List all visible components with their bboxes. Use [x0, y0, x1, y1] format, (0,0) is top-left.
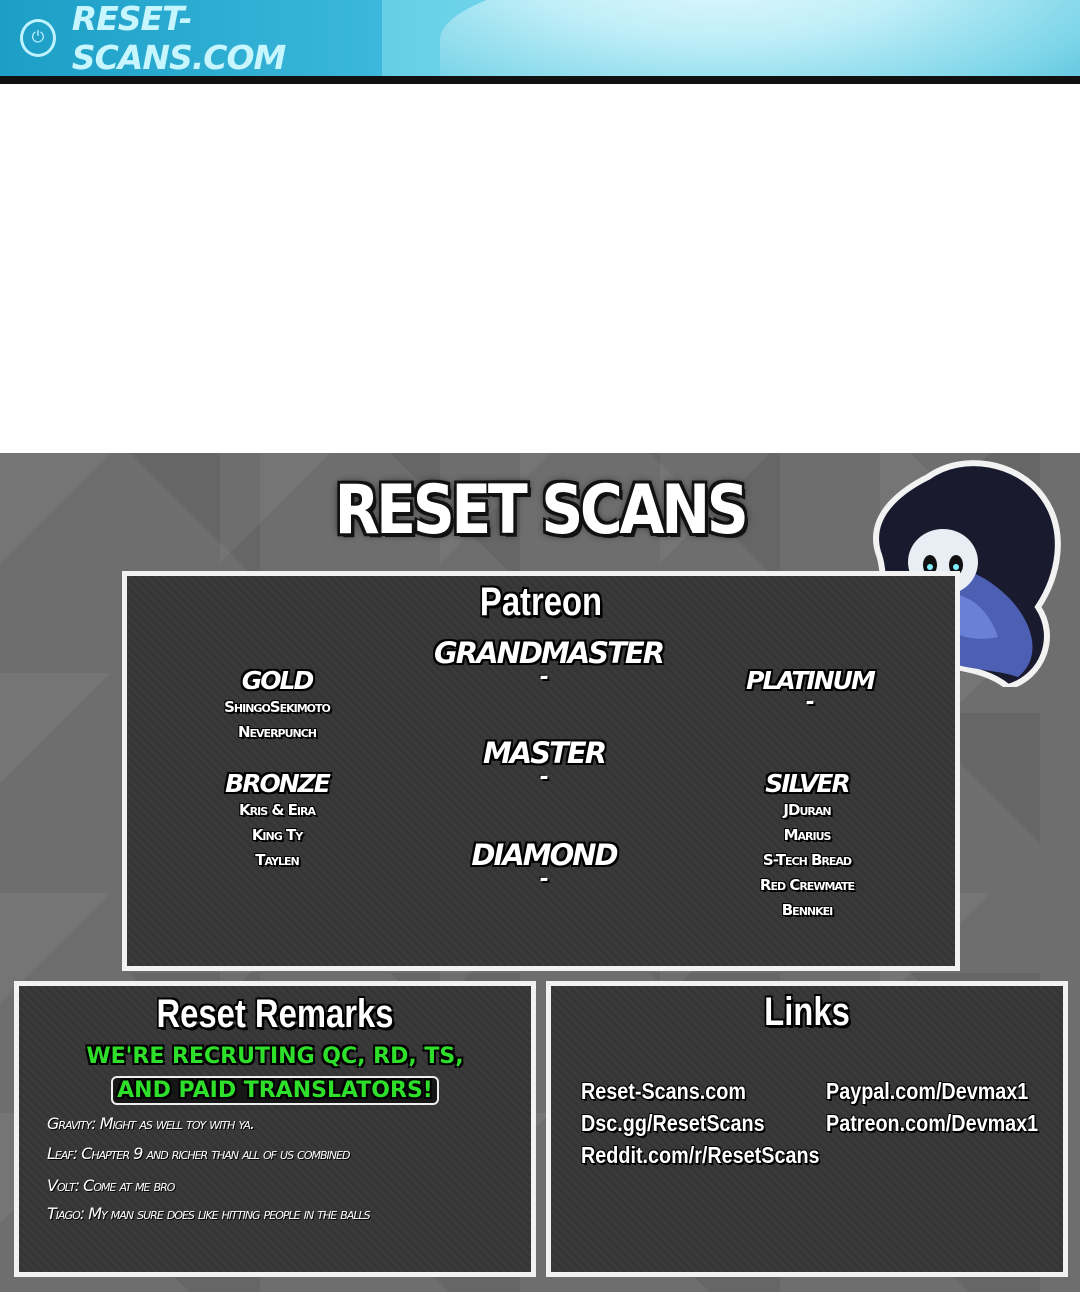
remarks-panel: Reset Remarks WE'RE RECRUTING QC, RD, TS…	[14, 981, 536, 1277]
link-reddit[interactable]: Reddit.com/r/ResetScans	[581, 1142, 820, 1168]
tier-name: DIAMOND	[471, 838, 618, 872]
tier-member: -	[539, 765, 549, 790]
tier-bronze: BRONZE Kris & Eira King Ty Taylen	[167, 769, 387, 873]
tier-name: GRANDMASTER	[434, 636, 665, 670]
tier-member: Marius	[783, 826, 832, 844]
top-banner: ⏻ RESET-SCANS.COM	[0, 0, 1080, 84]
tier-member: Neverpunch	[237, 723, 317, 741]
tier-name: GOLD	[241, 666, 314, 695]
remark-line: Tiago: My man sure does like hitting peo…	[47, 1204, 371, 1223]
remark-line: Volt: Come at me bro	[47, 1176, 175, 1195]
tier-member: JDuran	[783, 801, 831, 819]
watermark-text: RESET-SCANS.COM	[71, 0, 287, 77]
tier-member: Kris & Eira	[239, 801, 316, 819]
patreon-heading: Patreon	[479, 580, 603, 624]
tier-name: MASTER	[482, 736, 607, 770]
site-watermark[interactable]: ⏻ RESET-SCANS.COM	[0, 0, 382, 77]
tier-member: -	[805, 690, 815, 715]
links-panel: Links Reset-Scans.com Dsc.gg/ResetScans …	[546, 981, 1068, 1277]
banner-artwork	[440, 0, 1080, 84]
link-paypal[interactable]: Paypal.com/Devmax1	[826, 1078, 1029, 1104]
power-icon: ⏻	[20, 19, 56, 57]
link-discord[interactable]: Dsc.gg/ResetScans	[581, 1110, 765, 1136]
patreon-panel: Patreon GRANDMASTER - MASTER - DIAMOND -…	[122, 571, 960, 971]
links-heading: Links	[764, 990, 850, 1034]
credits-page: RESET SCANS Patreon GRANDMASTER - MASTER…	[0, 453, 1080, 1292]
tier-member: Bennkei	[781, 901, 834, 919]
tier-silver: SILVER JDuran Marius S-Tech Bread Red Cr…	[697, 769, 917, 923]
banner-divider	[0, 76, 1080, 84]
page-title: RESET SCANS	[334, 471, 749, 550]
tier-gold: GOLD ShingoSekimoto Neverpunch	[167, 666, 387, 745]
tier-grandmaster: GRANDMASTER -	[434, 636, 665, 690]
tier-member: Red Crewmate	[759, 876, 855, 894]
tier-member: ShingoSekimoto	[224, 698, 331, 716]
tier-name: SILVER	[765, 769, 850, 798]
recruit-notice-line1: WE'RE RECRUTING QC, RD, TS,	[86, 1044, 464, 1069]
tier-name: PLATINUM	[746, 666, 876, 695]
link-reset-scans[interactable]: Reset-Scans.com	[581, 1078, 746, 1104]
remarks-heading: Reset Remarks	[156, 992, 394, 1036]
tier-master: MASTER -	[434, 736, 654, 790]
tier-member: -	[539, 665, 549, 690]
remark-line: Leaf: Chapter 9 and richer than all of u…	[47, 1144, 350, 1163]
link-patreon[interactable]: Patreon.com/Devmax1	[826, 1110, 1039, 1136]
tier-platinum: PLATINUM -	[700, 666, 920, 715]
recruit-notice-line2-wrap: AND PAID TRANSLATORS!	[19, 1076, 531, 1105]
recruit-notice-line2: AND PAID TRANSLATORS!	[111, 1076, 439, 1105]
tier-member: S-Tech Bread	[762, 851, 852, 869]
remark-line: Gravity: Might as well toy with ya.	[47, 1114, 255, 1133]
tier-member: Taylen	[255, 851, 299, 869]
tier-member: King Ty	[251, 826, 303, 844]
tier-name: BRONZE	[225, 769, 331, 798]
tier-diamond: DIAMOND -	[434, 838, 654, 892]
tier-member: -	[539, 867, 549, 892]
